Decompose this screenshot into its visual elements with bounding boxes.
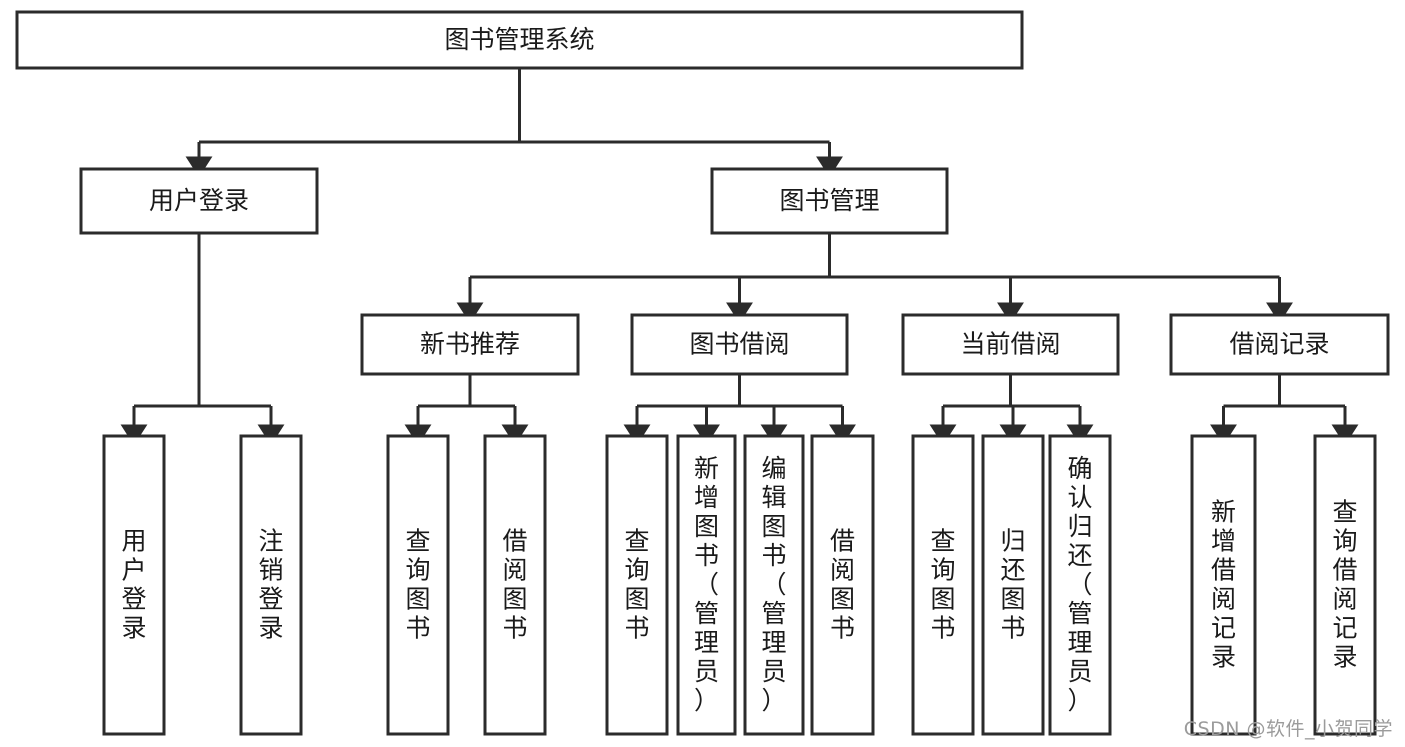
node-box xyxy=(386,434,450,736)
node-box xyxy=(911,434,975,736)
node-box xyxy=(360,313,580,376)
node-level2-1[interactable]: 图书管理 xyxy=(710,167,949,235)
node-box xyxy=(1190,434,1257,736)
node-label: 图书管理系统 xyxy=(444,25,594,54)
node-box xyxy=(630,313,849,376)
node-box xyxy=(810,434,875,736)
node-box xyxy=(901,313,1120,376)
node-box xyxy=(981,434,1045,736)
node-label: 查询图书 xyxy=(405,527,430,643)
node-leaf-6[interactable]: 编辑图书（管理员） xyxy=(743,434,805,736)
node-level3-1[interactable]: 图书借阅 xyxy=(630,313,849,376)
node-label: 当前借阅 xyxy=(960,330,1060,359)
node-leaf-7[interactable]: 借阅图书 xyxy=(810,434,875,736)
node-leaf-5[interactable]: 新增图书（管理员） xyxy=(676,434,737,736)
node-box xyxy=(79,167,319,235)
node-label: 查询图书 xyxy=(624,527,649,643)
node-label: 新增借阅记录 xyxy=(1211,498,1236,672)
node-leaf-1[interactable]: 注销登录 xyxy=(239,434,303,736)
node-label: 确认归还（管理员） xyxy=(1067,454,1092,715)
node-level3-2[interactable]: 当前借阅 xyxy=(901,313,1120,376)
edges-layer xyxy=(120,68,1359,446)
node-level2-0[interactable]: 用户登录 xyxy=(79,167,319,235)
node-leaf-9[interactable]: 归还图书 xyxy=(981,434,1045,736)
node-box xyxy=(239,434,303,736)
node-leaf-2[interactable]: 查询图书 xyxy=(386,434,450,736)
node-leaf-3[interactable]: 借阅图书 xyxy=(483,434,547,736)
node-box xyxy=(102,434,166,736)
node-leaf-4[interactable]: 查询图书 xyxy=(605,434,669,736)
node-label: 查询借阅记录 xyxy=(1332,498,1357,672)
node-label: 图书借阅 xyxy=(689,330,789,359)
node-leaf-10[interactable]: 确认归还（管理员） xyxy=(1048,434,1112,736)
node-label: 借阅图书 xyxy=(830,527,855,643)
node-label: 用户登录 xyxy=(149,186,249,215)
node-box xyxy=(605,434,669,736)
node-box xyxy=(1313,434,1377,736)
node-label: 编辑图书（管理员） xyxy=(761,454,786,715)
node-leaf-12[interactable]: 查询借阅记录 xyxy=(1313,434,1377,736)
node-label: 新书推荐 xyxy=(420,330,520,359)
node-label: 借阅图书 xyxy=(502,527,527,643)
node-label: 用户登录 xyxy=(121,527,146,643)
node-root-0[interactable]: 图书管理系统 xyxy=(15,10,1024,70)
node-box xyxy=(15,10,1024,70)
node-box xyxy=(483,434,547,736)
node-leaf-11[interactable]: 新增借阅记录 xyxy=(1190,434,1257,736)
node-level3-3[interactable]: 借阅记录 xyxy=(1169,313,1390,376)
node-label: 归还图书 xyxy=(1000,527,1025,643)
nodes-layer: 图书管理系统用户登录图书管理新书推荐图书借阅当前借阅借阅记录用户登录注销登录查询… xyxy=(15,10,1390,736)
node-level3-0[interactable]: 新书推荐 xyxy=(360,313,580,376)
node-box xyxy=(1169,313,1390,376)
node-box xyxy=(743,434,805,736)
node-label: 新增图书（管理员） xyxy=(694,454,719,715)
node-box xyxy=(1048,434,1112,736)
node-label: 借阅记录 xyxy=(1229,330,1329,359)
node-box xyxy=(676,434,737,736)
node-label: 图书管理 xyxy=(779,186,879,215)
node-box xyxy=(710,167,949,235)
node-leaf-0[interactable]: 用户登录 xyxy=(102,434,166,736)
node-leaf-8[interactable]: 查询图书 xyxy=(911,434,975,736)
node-label: 查询图书 xyxy=(930,527,955,643)
node-label: 注销登录 xyxy=(258,527,283,643)
